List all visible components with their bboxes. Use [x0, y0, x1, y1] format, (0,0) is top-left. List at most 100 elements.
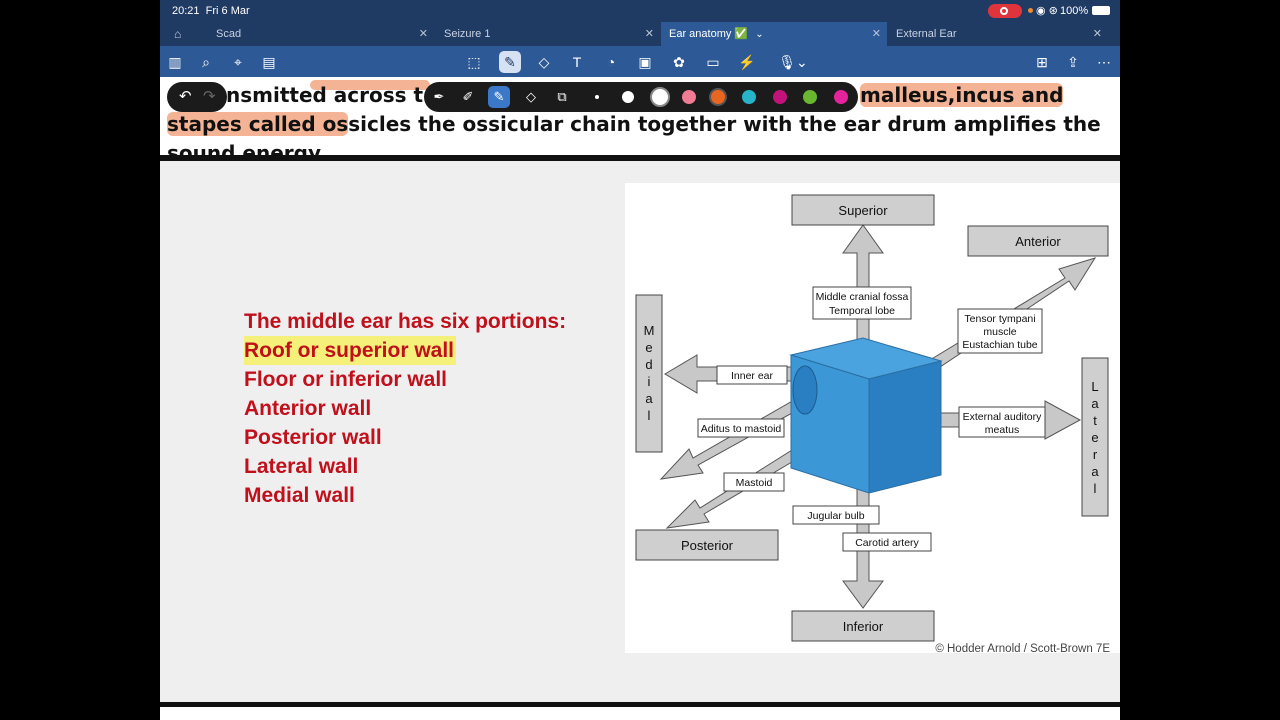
lateral-letter: e: [1091, 430, 1098, 445]
box-anterior: [967, 225, 1109, 257]
highlighter-icon[interactable]: ✎: [488, 86, 510, 108]
image-icon[interactable]: ▣: [638, 54, 652, 70]
lateral-letter: r: [1093, 447, 1098, 462]
next-page: [160, 707, 1120, 720]
screen-recording-icon[interactable]: [988, 4, 1022, 18]
cube-side: [868, 360, 942, 494]
note-line-2: stapes called ossicles the ossicular cha…: [167, 112, 1101, 136]
note-line-3: sound energy: [167, 141, 321, 157]
orange-dot-icon: [1028, 8, 1033, 13]
color-swatch[interactable]: [773, 90, 787, 104]
slide-item: Lateral wall: [244, 455, 359, 478]
undo-redo-bar: ↶ ↷: [167, 82, 227, 112]
box-lateral: [1081, 357, 1109, 517]
color-swatch-selected[interactable]: [650, 87, 670, 107]
share-icon[interactable]: ⇪: [1067, 54, 1079, 70]
tab-scad[interactable]: Scad ✕: [208, 22, 434, 46]
medial-letter: e: [645, 340, 652, 355]
eraser-icon[interactable]: ◇: [538, 54, 550, 70]
elements-icon[interactable]: ✿: [673, 54, 685, 70]
label-box-aditus: [697, 418, 785, 438]
fountain-pen-icon[interactable]: ✒: [433, 89, 445, 104]
label-mcf-1: Middle cranial fossa: [816, 291, 909, 303]
tab-external-ear[interactable]: External Ear ✕: [888, 22, 1108, 46]
sidebar-icon[interactable]: ▥: [168, 54, 182, 70]
label-lateral: L a t e r a l: [1091, 379, 1099, 496]
label-box-inner-ear: [716, 365, 788, 385]
tab-label: Scad: [216, 28, 242, 40]
lateral-letter: t: [1093, 413, 1097, 428]
note-line-1-start: nsmitted across t: [226, 83, 424, 107]
color-swatch[interactable]: [682, 90, 696, 104]
label-box-carotid: [842, 532, 932, 552]
medial-letter: i: [648, 374, 651, 389]
close-icon[interactable]: ✕: [418, 28, 428, 40]
label-aditus: Aditus to mastoid: [701, 423, 782, 435]
tab-ear-anatomy[interactable]: Ear anatomy ✅ ⌄ ✕: [661, 22, 887, 46]
search-icon[interactable]: ⌕: [202, 54, 210, 70]
chevron-down-icon[interactable]: ⌄: [755, 29, 764, 40]
shape-tool-icon[interactable]: ⧉: [557, 89, 567, 104]
figure-copyright: © Hodder Arnold / Scott-Brown 7E: [935, 643, 1110, 655]
new-page-icon[interactable]: ⊞: [1036, 54, 1048, 70]
color-swatch[interactable]: [742, 90, 756, 104]
medial-letter: d: [645, 357, 652, 372]
middle-ear-diagram: Superior Anterior Posterior Inferior M e…: [625, 183, 1120, 655]
shapes-icon[interactable]: ◔: [606, 54, 616, 70]
label-jugular: Jugular bulb: [807, 510, 864, 522]
home-icon[interactable]: ⌂: [174, 27, 182, 41]
undo-icon[interactable]: ↶: [179, 88, 192, 105]
tab-seizure-1[interactable]: Seizure 1✕: [436, 22, 660, 46]
pen-icon[interactable]: ✎: [499, 51, 521, 73]
status-time: 20:21 Fri 6 Mar: [172, 5, 250, 17]
slide-list: The middle ear has six portions: Roof or…: [244, 307, 566, 510]
color-swatch[interactable]: [834, 90, 848, 104]
label-superior: Superior: [838, 203, 888, 218]
toolbar: ▥ ⌕ ⌖ ▤ ⬚ ✎ ◇ T ◔ ▣ ✿ ▭ ⚡ 🎙⌄ ⊞ ⇪ ⋯: [160, 46, 1120, 77]
label-inferior: Inferior: [843, 619, 884, 634]
color-swatch[interactable]: [622, 91, 634, 103]
color-swatch[interactable]: [803, 90, 817, 104]
tab-label: External Ear: [896, 28, 957, 40]
lateral-letter: a: [1091, 464, 1099, 479]
tab-bar: ⌂ Scad ✕ Seizure 1✕ Ear anatomy ✅ ⌄ ✕ Ext…: [160, 22, 1120, 46]
slide-item: Medial wall: [244, 484, 355, 507]
battery-percent: 100%: [1060, 5, 1089, 17]
cube-hole: [792, 365, 818, 415]
highlighted-item: Roof or superior wall: [244, 336, 457, 365]
eraser-tool-icon[interactable]: ◇: [526, 89, 536, 104]
close-icon[interactable]: ✕: [1092, 28, 1102, 40]
note-highlight: malleus,incus and: [860, 83, 1064, 107]
pages-icon[interactable]: ▤: [262, 54, 276, 70]
slide-item: Floor or inferior wall: [244, 368, 448, 391]
medial-letter: l: [648, 408, 651, 423]
label-tensor-2: muscle: [983, 326, 1016, 338]
label-mastoid: Mastoid: [736, 477, 773, 489]
lasso-icon[interactable]: ⬚: [467, 54, 481, 70]
box-medial: [635, 294, 663, 453]
label-posterior: Posterior: [681, 538, 734, 553]
close-icon[interactable]: ✕: [644, 28, 654, 40]
laser-pointer-icon[interactable]: ⚡: [738, 54, 756, 70]
lateral-letter: L: [1091, 379, 1098, 394]
slide-heading: The middle ear has six portions:: [244, 310, 567, 333]
thickness-small[interactable]: [595, 95, 599, 99]
lateral-letter: a: [1091, 396, 1099, 411]
note-line-1-end: malleus,incus and: [860, 83, 1064, 107]
label-mcf-2: Temporal lobe: [829, 305, 895, 317]
box-inferior: [791, 610, 935, 642]
sticky-note-icon[interactable]: ▭: [706, 54, 720, 70]
ball-pen-icon[interactable]: ✐: [462, 89, 474, 104]
more-icon[interactable]: ⋯: [1097, 54, 1111, 70]
label-anterior: Anterior: [1015, 234, 1061, 249]
lateral-letter: l: [1094, 481, 1097, 496]
redo-icon[interactable]: ↷: [203, 88, 216, 105]
text-icon[interactable]: T: [572, 54, 582, 70]
close-icon[interactable]: ✕: [871, 28, 881, 40]
microphone-icon[interactable]: 🎙⌄: [778, 54, 808, 70]
label-tensor-3: Eustachian tube: [962, 339, 1037, 351]
color-swatch[interactable]: [711, 90, 725, 104]
slide-item: Posterior wall: [244, 426, 382, 449]
slide-item: Roof or superior wall: [244, 336, 566, 365]
bookmark-icon[interactable]: ⌖: [234, 54, 242, 70]
